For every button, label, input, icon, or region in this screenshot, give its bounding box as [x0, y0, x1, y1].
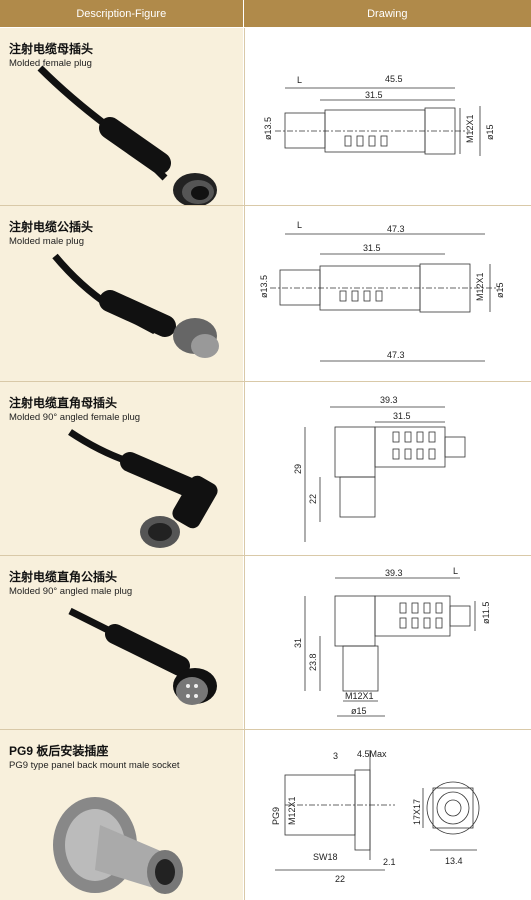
female-plug-photo [37, 65, 217, 205]
svg-text:L: L [453, 566, 458, 576]
product-name-en: Molded 90° angled female plug [9, 412, 141, 423]
product-name-cn: 注射电缆直角母插头 [9, 396, 118, 410]
svg-text:M12X1: M12X1 [287, 796, 297, 825]
svg-text:23.8: 23.8 [308, 653, 318, 671]
svg-text:13.4: 13.4 [445, 856, 463, 866]
angled-female-plug-drawing: 39.3 31.5 29 22 [293, 395, 466, 542]
svg-text:47.3: 47.3 [387, 224, 405, 234]
svg-text:22: 22 [335, 874, 345, 884]
male-plug-photo [52, 253, 219, 358]
svg-text:39.3: 39.3 [385, 568, 403, 578]
svg-text:M12X1: M12X1 [465, 114, 475, 143]
svg-text:29: 29 [293, 464, 303, 474]
male-plug-drawing: L 47.3 31.5 ø13.5 M12X1 ø15 47.3 [259, 220, 505, 362]
angled-male-plug-drawing: 39.3 L ø11.5 31 23.8 M12X1 ø15 [293, 566, 491, 717]
svg-text:SW18: SW18 [313, 852, 338, 862]
header-description: Description-Figure [0, 0, 244, 27]
pg9-socket-drawing: 3 4.5Max PG9 M12X1 SW18 2.1 22 17X17 13.… [271, 749, 480, 884]
product-name-cn: 注射电缆母插头 [9, 42, 94, 56]
svg-text:ø15: ø15 [351, 706, 367, 716]
svg-text:4.5Max: 4.5Max [357, 749, 387, 759]
product-row-angled-male-plug: 注射电缆直角公插头 Molded 90° angled male plug [0, 556, 531, 730]
svg-text:ø13.5: ø13.5 [263, 117, 273, 140]
angled-female-plug-photo [68, 429, 218, 548]
product-name-en: Molded male plug [9, 236, 84, 247]
svg-text:L: L [297, 75, 302, 85]
svg-text:ø15: ø15 [485, 124, 495, 140]
svg-text:39.3: 39.3 [380, 395, 398, 405]
table-header: Description-Figure Drawing [0, 0, 531, 27]
product-name-en: PG9 type panel back mount male socket [9, 760, 180, 771]
product-row-male-plug: 注射电缆公插头 Molded male plug L 47.3 31 [0, 206, 531, 382]
pg9-socket-photo [53, 797, 183, 894]
svg-text:31.5: 31.5 [363, 243, 381, 253]
header-drawing: Drawing [367, 7, 408, 20]
svg-text:47.3: 47.3 [387, 350, 405, 360]
svg-text:22: 22 [308, 494, 318, 504]
svg-text:45.5: 45.5 [385, 74, 403, 84]
product-name-cn: 注射电缆直角公插头 [9, 570, 118, 584]
angled-male-plug-photo [68, 607, 217, 705]
svg-text:2.1: 2.1 [383, 857, 396, 867]
product-name-cn: PG9 板后安装插座 [9, 744, 109, 758]
svg-text:ø15: ø15 [495, 282, 505, 298]
product-name-en: Molded 90° angled male plug [9, 586, 133, 597]
product-row-pg9-socket: PG9 板后安装插座 PG9 type panel back mount mal… [0, 730, 531, 900]
svg-text:ø11.5: ø11.5 [481, 602, 491, 624]
svg-text:17X17: 17X17 [412, 799, 422, 825]
svg-text:PG9: PG9 [271, 807, 281, 825]
female-plug-drawing: L 45.5 31.5 ø13.5 M12X1 ø15 [263, 74, 495, 156]
svg-text:M12X1: M12X1 [345, 691, 374, 701]
svg-text:31.5: 31.5 [393, 411, 411, 421]
svg-text:ø13.5: ø13.5 [259, 275, 269, 298]
svg-text:31: 31 [293, 638, 303, 648]
svg-text:L: L [297, 220, 302, 230]
product-row-angled-female-plug: 注射电缆直角母插头 Molded 90° angled female plug [0, 382, 531, 556]
svg-text:3: 3 [333, 751, 338, 761]
product-name-en: Molded female plug [9, 58, 92, 69]
product-row-female-plug: 注射电缆母插头 Molded female plug L 45.5 [0, 28, 531, 206]
product-name-cn: 注射电缆公插头 [9, 220, 94, 234]
svg-text:31.5: 31.5 [365, 90, 383, 100]
svg-text:M12X1: M12X1 [475, 272, 485, 301]
